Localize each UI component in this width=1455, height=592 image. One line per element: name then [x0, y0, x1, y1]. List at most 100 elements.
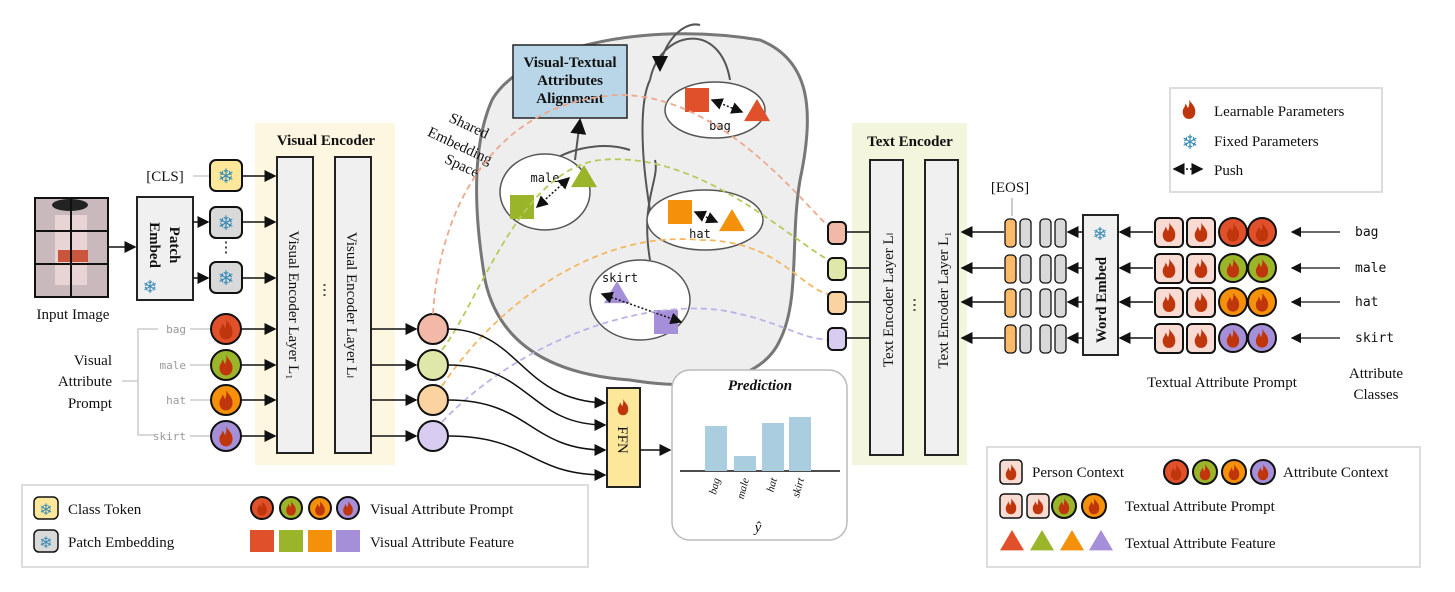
attribute-class-label: hat — [1355, 295, 1378, 310]
person-context-token — [1186, 323, 1216, 354]
legend-attribute-context-swatch — [1250, 459, 1276, 485]
text-token — [1054, 324, 1067, 354]
text-token — [1019, 324, 1032, 354]
attribute-pair-skirt: skirt — [589, 259, 691, 341]
svg-text:❄: ❄ — [218, 166, 235, 188]
legend-textual-feature-swatch — [1060, 530, 1084, 551]
alignment-label: Visual-Textual — [523, 55, 616, 71]
text-token — [1019, 218, 1032, 248]
legend-attribute-context-swatch — [1192, 459, 1218, 485]
patch-embed-label: Patch — [166, 227, 182, 264]
layer-ellipsis: ⋯ — [316, 283, 332, 298]
text-token — [1039, 254, 1052, 284]
legend-visual-attribute-feature: Visual Attribute Feature — [370, 535, 514, 551]
legend-attribute-context-swatch — [1221, 459, 1247, 485]
visual-attribute-prompt-token — [210, 420, 242, 452]
bar-bag — [705, 426, 727, 471]
prediction-title: Prediction — [728, 378, 792, 394]
snowflake-icon: ❄ — [1182, 132, 1199, 154]
legend-feature-swatch — [250, 530, 274, 552]
token-ellipsis: ⋮ — [219, 240, 234, 256]
legend-patch-embedding: Patch Embedding — [68, 535, 175, 551]
visual-attribute-prompt-token — [210, 384, 242, 416]
text-token — [1039, 324, 1052, 354]
visual-attribute-prompt-label-2: Attribute — [58, 374, 112, 390]
visual-attribute-prompt-token — [210, 349, 242, 381]
text-token — [1019, 288, 1032, 318]
eos-token — [1004, 288, 1017, 318]
visual-prompt-attr-label: bag — [166, 323, 186, 336]
attribute-context-token — [1218, 323, 1248, 353]
legend-fixed: Fixed Parameters — [1214, 134, 1319, 150]
cls-label: [CLS] — [146, 169, 184, 185]
person-context-token — [1154, 323, 1184, 354]
patch-embedding-swatch: ❄ — [33, 529, 59, 553]
attribute-context-token — [1247, 287, 1277, 317]
legend-textual-feature-swatch — [1030, 530, 1054, 551]
legend-visual-attribute-prompt: Visual Attribute Prompt — [370, 502, 514, 518]
input-image-label: Input Image — [37, 307, 110, 323]
legend-prompt-swatch — [250, 496, 274, 520]
legend-feature-swatch — [336, 530, 360, 552]
svg-text:❄: ❄ — [39, 535, 52, 552]
patch-token: ❄ — [209, 261, 243, 294]
visual-feature-square — [668, 200, 692, 224]
visual-encoder-layer-1 — [276, 156, 314, 454]
visual-encoder-title: Visual Encoder — [277, 133, 376, 149]
push-arrow-icon — [693, 210, 719, 224]
bar-label: bag — [707, 476, 723, 496]
attribute-pair-male: male — [499, 153, 597, 231]
prediction-panel — [671, 369, 848, 541]
legend-textual-attribute-prompt: Textual Attribute Prompt — [1125, 499, 1276, 515]
legend-push: Push — [1214, 163, 1244, 179]
pair-label: hat — [689, 227, 711, 241]
legend-prompt-swatch — [336, 496, 360, 520]
legend-attribute-context: Attribute Context — [1283, 465, 1389, 481]
svg-text:❄: ❄ — [218, 213, 235, 235]
visual-attribute-prompt-label-3: Prompt — [68, 396, 113, 412]
legend-attribute-context-swatch — [1163, 459, 1189, 485]
person-context-token — [1154, 253, 1184, 284]
visual-attribute-feature-bag — [417, 313, 449, 345]
alignment-box — [512, 44, 628, 119]
visual-feature-square — [685, 88, 709, 112]
textual-feature-triangle — [719, 209, 745, 232]
visual-attribute-prompt-token — [210, 313, 242, 345]
bar-label: skirt — [790, 476, 807, 499]
legend-learnable: Learnable Parameters — [1214, 104, 1345, 120]
legend-prompt-swatch — [279, 496, 303, 520]
svg-text:❄: ❄ — [39, 502, 52, 519]
eos-token — [1004, 218, 1017, 248]
legend-textual-attribute-feature: Textual Attribute Feature — [1125, 536, 1276, 552]
text-token — [1054, 254, 1067, 284]
class-token: ❄ — [209, 159, 243, 192]
word-embed-box — [1082, 214, 1119, 356]
person-context-swatch — [999, 493, 1023, 519]
text-token — [1054, 218, 1067, 248]
person-context-token — [1186, 253, 1216, 284]
visual-prompt-attr-label: skirt — [153, 430, 186, 443]
visual-attribute-feature-skirt — [417, 420, 449, 452]
legend-textual-prompt-swatch — [1081, 493, 1107, 519]
alignment-label-3: Alignment — [536, 91, 604, 107]
visual-encoder-layer-l-label: Visual Encoder Layer Lₗ — [343, 232, 359, 378]
person-context-token — [1186, 217, 1216, 248]
attribute-class-label: bag — [1355, 225, 1378, 240]
patch-embed-label-2: Embed — [146, 222, 162, 269]
text-token — [1019, 254, 1032, 284]
patch-token: ❄ — [209, 206, 243, 239]
snowflake-icon: ❄ — [1092, 224, 1107, 244]
attribute-context-token — [1218, 287, 1248, 317]
bar-skirt — [789, 417, 811, 471]
word-embed-label: Word Embed — [1094, 256, 1110, 343]
person-context-swatch — [999, 459, 1023, 485]
legend-visual — [21, 484, 589, 568]
class-token-swatch: ❄ — [33, 496, 59, 520]
push-arrow-icon — [535, 176, 571, 209]
legend-prompt-swatch — [308, 496, 332, 520]
bar-label: male — [735, 477, 752, 501]
eos-label: [EOS] — [991, 180, 1029, 196]
text-encoder-layer-1-label: Text Encoder Layer L₁ — [936, 231, 952, 368]
attribute-pair-hat: hat — [646, 189, 764, 251]
